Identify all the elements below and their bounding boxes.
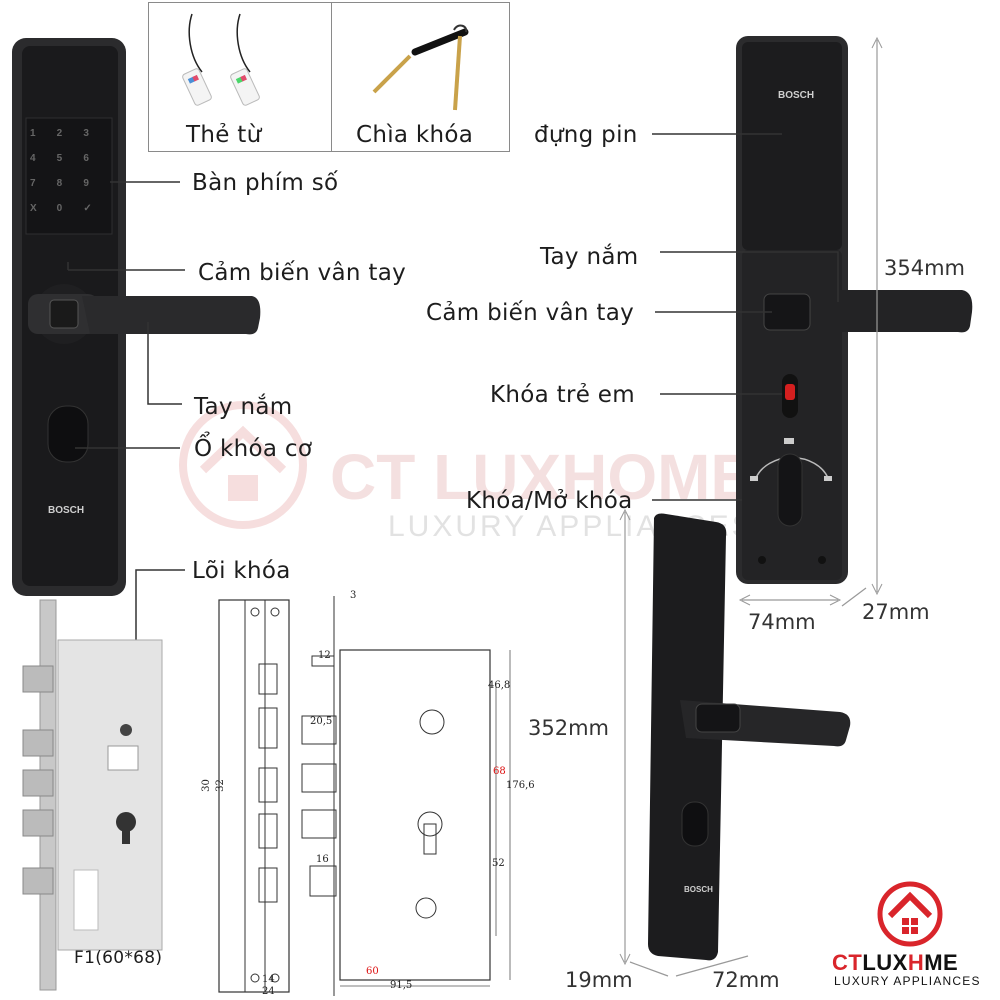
dim-12: 12 xyxy=(318,650,331,661)
rear-width-dim: 74mm xyxy=(748,610,816,634)
keypad-key[interactable]: ✓ xyxy=(83,203,92,214)
front-keypad: 1 2 3 4 5 6 7 8 9 X 0 ✓ xyxy=(30,128,110,218)
dim-14: 14 xyxy=(262,974,275,985)
lock-core-label: Lõi khóa xyxy=(192,558,291,584)
dim-176-6: 176,6 xyxy=(506,780,535,791)
dim-32: 32 xyxy=(214,779,226,792)
keypad-key[interactable]: 8 xyxy=(56,178,63,189)
side-height-dim: 352mm xyxy=(528,716,609,740)
lock-unlock-label: Khóa/Mở khóa xyxy=(466,488,633,514)
key-label: Chìa khóa xyxy=(356,122,474,148)
mech-keyhole-label: Ổ khóa cơ xyxy=(194,436,313,462)
battery-label: đựng pin xyxy=(534,122,638,148)
keypad-key[interactable]: 6 xyxy=(83,153,89,164)
keypad-key[interactable]: 1 xyxy=(30,128,36,139)
side-bosch-logo: BOSCH xyxy=(684,885,713,894)
dim-60: 60 xyxy=(366,966,379,977)
keypad-key[interactable]: 9 xyxy=(83,178,89,189)
dim-30: 30 xyxy=(200,779,212,792)
dim-3: 3 xyxy=(350,590,357,601)
dim-20-5: 20,5 xyxy=(310,716,333,727)
front-bosch-logo: BOSCH xyxy=(48,505,85,516)
keypad-key[interactable]: 4 xyxy=(30,153,36,164)
side-lock-panel xyxy=(648,513,851,961)
dim-24: 24 xyxy=(262,986,275,997)
house-icon xyxy=(877,881,943,947)
mortise-model: F1(60*68) xyxy=(74,948,163,968)
keypad-key[interactable]: 7 xyxy=(30,178,36,189)
keypad-key[interactable]: 5 xyxy=(56,153,63,164)
front-handle-label: Tay nắm xyxy=(194,394,293,420)
mortise-lock-photo xyxy=(22,599,163,991)
keypad-key[interactable]: 2 xyxy=(56,128,63,139)
keypad-key[interactable]: 0 xyxy=(56,203,63,214)
front-fingerprint-label: Cảm biến vân tay xyxy=(198,260,407,286)
front-lock-panel xyxy=(12,38,261,596)
watermark-text: CT LUXHOME xyxy=(330,441,754,513)
side-depth-dim: 19mm xyxy=(565,968,633,992)
dim-68: 68 xyxy=(493,766,506,777)
rear-handle-label: Tay nắm xyxy=(540,244,639,270)
keypad-label: Bàn phím số xyxy=(192,170,339,196)
card-label: Thẻ từ xyxy=(186,122,262,148)
dim-16: 16 xyxy=(316,854,329,865)
logo-sub-text: LUXURY APPLIANCES xyxy=(834,974,981,988)
keypad-key[interactable]: X xyxy=(30,203,37,214)
mortise-front-drawing xyxy=(218,599,290,993)
keypad-key[interactable]: 3 xyxy=(83,128,89,139)
watermark-house-icon xyxy=(179,401,307,529)
rfid-card-icon xyxy=(182,13,260,106)
mortise-side-drawing xyxy=(301,596,511,996)
accessories-box xyxy=(148,2,510,152)
brand-logo: CTLUXHME LUXURY APPLIANCES xyxy=(832,880,992,990)
rear-bosch-logo: BOSCH xyxy=(778,90,815,101)
dim-91-5: 91,5 xyxy=(390,980,413,991)
child-lock-label: Khóa trẻ em xyxy=(490,382,635,408)
dim-52: 52 xyxy=(492,858,505,869)
side-width-dim: 72mm xyxy=(712,968,780,992)
rear-depth-dim: 27mm xyxy=(862,600,930,624)
dim-46-8: 46,8 xyxy=(488,680,511,691)
mechanical-key-icon xyxy=(372,24,469,111)
rear-fingerprint-label: Cảm biến vân tay xyxy=(426,300,635,326)
logo-main-text: CTLUXHME xyxy=(832,950,959,975)
rear-height-dim: 354mm xyxy=(884,256,965,280)
rear-lock-panel xyxy=(736,36,973,584)
